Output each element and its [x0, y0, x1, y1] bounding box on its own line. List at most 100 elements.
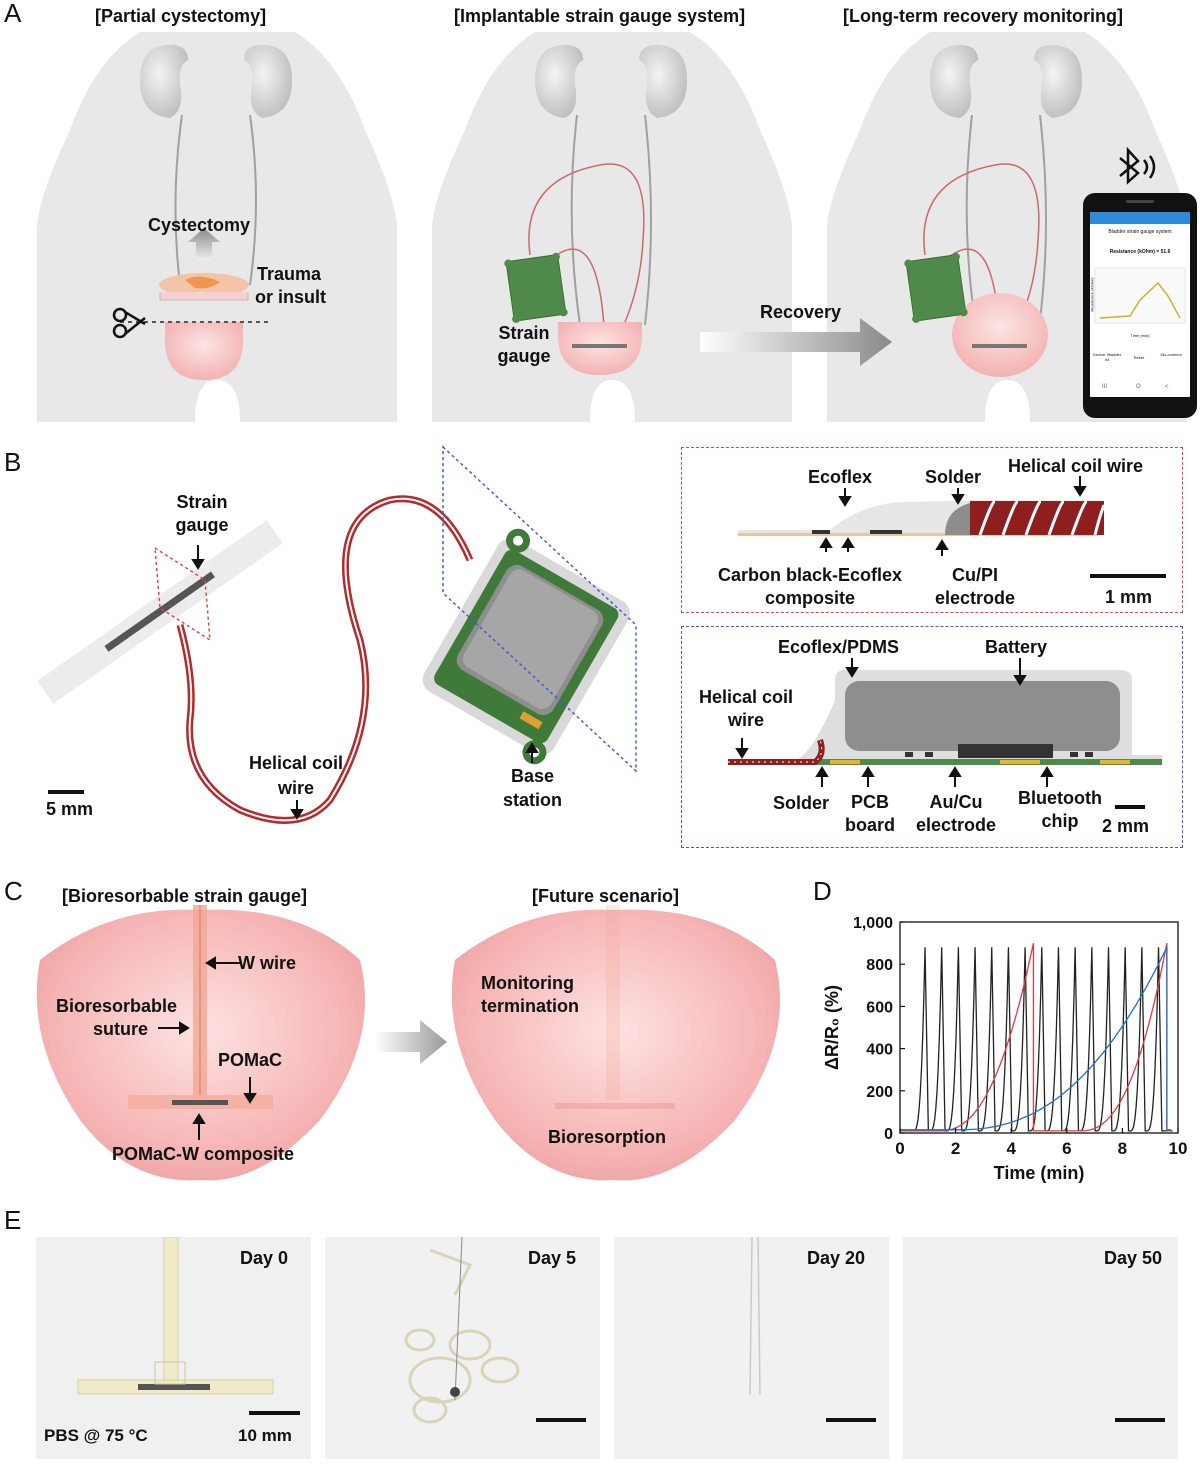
- scale-label-10mm: 10 mm: [238, 1426, 292, 1445]
- panel-c-illustration: [36, 905, 780, 1181]
- chart-plot-frame: [899, 921, 1179, 1134]
- y-tick-label: 400: [866, 1042, 893, 1059]
- inset-base-station-cross-section: [681, 626, 1183, 848]
- panel-letter-e: E: [4, 1205, 22, 1235]
- phone-header-text: Bladder strain gauge system: [1108, 229, 1172, 235]
- label-pomac: POMaC: [218, 1050, 283, 1070]
- label-strain-gauge-b2: gauge: [175, 515, 229, 535]
- label-ecoflex-pdms: Ecoflex/PDMS: [778, 637, 900, 657]
- label-bioresorbable-2: suture: [93, 1019, 149, 1039]
- y-tick-label: 200: [866, 1084, 893, 1101]
- chart-series-1: [900, 942, 1172, 1132]
- phone-chart-ylabel: Resistance (kOhm): [1089, 277, 1095, 312]
- label-bioresorbable-1: Bioresorbable: [56, 996, 178, 1016]
- x-tick-label: 0: [895, 1139, 904, 1158]
- label-ecoflex: Ecoflex: [808, 467, 873, 487]
- phone-nav-back[interactable]: <: [1165, 384, 1169, 390]
- label-aucu-2: electrode: [915, 815, 997, 835]
- x-tick-label: 2: [951, 1139, 960, 1158]
- panel-letter-c: C: [4, 876, 23, 906]
- day-label-0: Day 0: [240, 1248, 289, 1268]
- photo-day-5: [325, 1237, 600, 1459]
- label-monitoring-1: Monitoring: [481, 973, 574, 993]
- label-battery: Battery: [985, 637, 1048, 657]
- phone-button-disconnect[interactable]: Dis-connect: [1160, 352, 1182, 357]
- x-tick-label: 4: [1006, 1139, 1016, 1158]
- scale-label-5mm: 5 mm: [46, 799, 94, 819]
- panel-c-title-right: [Future scenario]: [532, 886, 680, 906]
- bluetooth-icon: [1119, 146, 1156, 185]
- label-strain-gauge-a1: Strain: [498, 323, 550, 343]
- y-tick-label: 800: [866, 957, 893, 974]
- day-label-5: Day 5: [528, 1248, 577, 1268]
- x-tick-label: 8: [1118, 1139, 1127, 1158]
- y-axis-label: ΔR/R₀ (%): [822, 985, 842, 1070]
- label-solder-1: Solder: [925, 467, 982, 487]
- label-helical-coil-2b: wire: [727, 710, 765, 730]
- phone-nav-home[interactable]: O: [1136, 384, 1141, 390]
- panel-letter-d: D: [813, 876, 832, 906]
- photo-day-50: [903, 1237, 1178, 1459]
- label-helical-coil-wire: Helical coil wire: [1008, 456, 1144, 476]
- scale-bar-day-50: [1115, 1418, 1165, 1422]
- label-aucu-1: Au/Cu: [929, 792, 983, 812]
- label-pomac-w: POMaC-W composite: [112, 1144, 295, 1164]
- label-pcb-1: PCB: [850, 792, 889, 812]
- panel-a-title-3: [Long-term recovery monitoring]: [843, 6, 1124, 26]
- panel-b-device-illustration: [37, 445, 637, 824]
- scale-bar-day-0: [249, 1411, 300, 1415]
- label-helical-coil-2a: Helical coil: [698, 687, 794, 707]
- label-helical-coil-b1: Helical coil: [248, 753, 344, 773]
- x-tick-label: 10: [1169, 1139, 1188, 1158]
- day-label-50: Day 50: [1104, 1248, 1163, 1268]
- label-recovery: Recovery: [760, 302, 842, 322]
- label-solder-2: Solder: [773, 793, 830, 813]
- label-bluetooth-1: Bluetooth: [1018, 788, 1102, 808]
- label-bioresorption: Bioresorption: [548, 1127, 667, 1147]
- smartphone-icon: [1083, 193, 1197, 418]
- panel-a-title-2: [Implantable strain gauge system]: [454, 6, 746, 26]
- label-insult: or insult: [255, 287, 326, 307]
- scale-bar-day-5: [536, 1418, 586, 1422]
- label-cupi-2: electrode: [934, 588, 1016, 608]
- scale-bar-day-20: [826, 1418, 876, 1422]
- phone-nav-recent[interactable]: III: [1102, 384, 1108, 390]
- label-helical-coil-b2: wire: [277, 778, 315, 798]
- y-tick-label: 600: [866, 999, 893, 1016]
- chart-series-2: [900, 947, 1172, 1131]
- label-carbon-black-2: composite: [764, 588, 856, 608]
- inset-1-drawing: [738, 476, 1166, 578]
- phone-button-reset[interactable]: Reset: [1133, 355, 1145, 360]
- chart-series-0: [900, 947, 1173, 1132]
- panel-letter-a: A: [4, 0, 22, 28]
- label-trauma: Trauma: [257, 264, 322, 284]
- x-tick-label: 6: [1062, 1139, 1071, 1158]
- phone-chart-xlabel: Time (min): [1130, 333, 1150, 338]
- label-w-wire: W wire: [238, 953, 297, 973]
- panel-a-title-1: [Partial cystectomy]: [95, 6, 267, 26]
- phone-resistance-text: Resistance (kOhm) = 51.6: [1109, 249, 1171, 255]
- panel-c-title-left: [Bioresorbable strain gauge]: [62, 886, 308, 906]
- y-tick-label: 1,000: [853, 915, 893, 932]
- scale-label-2mm: 2 mm: [1102, 816, 1150, 836]
- label-cupi-1: Cu/PI: [951, 565, 998, 585]
- inset-2-drawing: [728, 658, 1162, 809]
- panel-e-specimens: [77, 1237, 761, 1424]
- label-carbon-black-1: Carbon black-Ecoflex: [717, 565, 903, 585]
- panel-a-illustration: [37, 32, 1197, 422]
- phone-button-device[interactable]: Device: Bladder #4: [1092, 352, 1122, 362]
- panel-letter-b: B: [4, 447, 22, 477]
- label-base-station-2: station: [502, 790, 562, 810]
- inset-strain-gauge-cross-section: [681, 447, 1183, 613]
- x-axis-label: Time (min): [994, 1163, 1085, 1183]
- y-tick-label: 0: [884, 1126, 893, 1143]
- label-base-station-1: Base: [510, 766, 555, 786]
- day-label-20: Day 20: [807, 1248, 866, 1268]
- label-strain-gauge-b1: Strain: [176, 492, 228, 512]
- label-cystectomy: Cystectomy: [148, 215, 251, 235]
- scale-label-1mm: 1 mm: [1105, 587, 1153, 607]
- label-pcb-2: board: [844, 815, 895, 835]
- label-bluetooth-2: chip: [1041, 811, 1079, 831]
- condition-label: PBS @ 75 °C: [44, 1426, 148, 1445]
